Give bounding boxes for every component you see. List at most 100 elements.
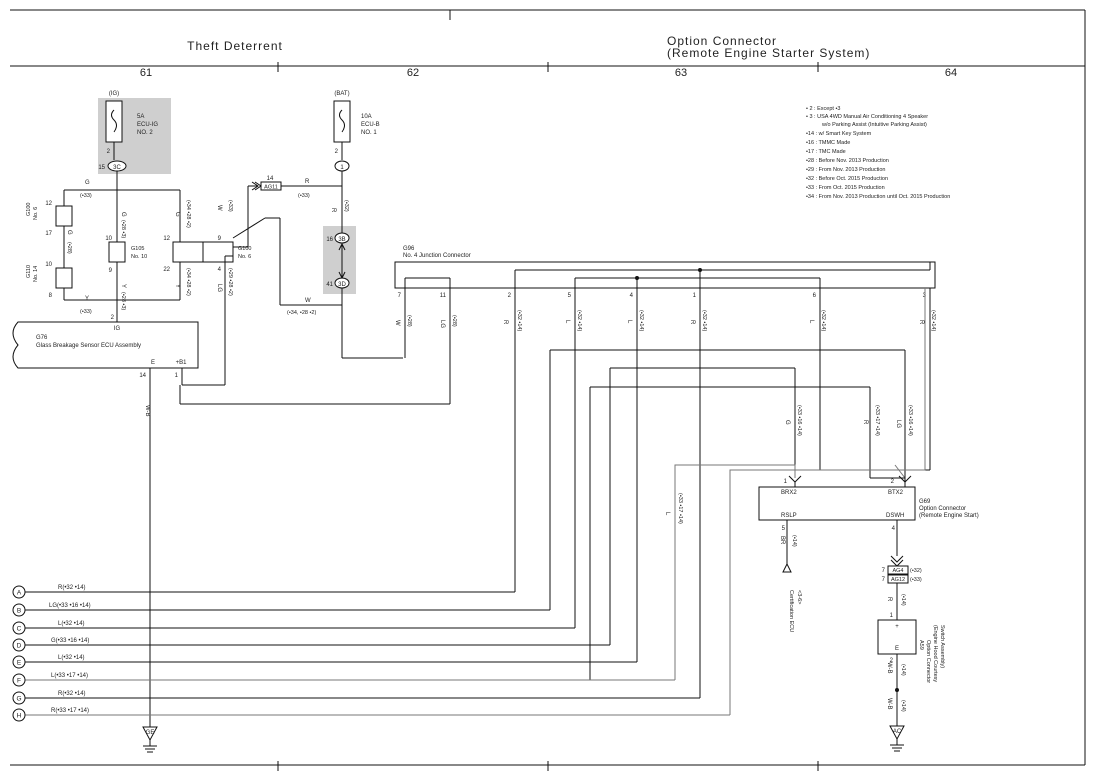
component-id: G69 [919, 499, 931, 505]
pin-label: 17 [45, 231, 52, 237]
wire-label: R [689, 320, 695, 325]
g76-glass-breakage-sensor [12, 321, 199, 727]
connector-id: G96 [403, 246, 415, 252]
connector-name: No. 14 [33, 266, 39, 282]
wire-label: Y [174, 284, 180, 288]
pin-label: 10 [105, 236, 112, 242]
row-wire-label: R(•32 •14) [58, 691, 86, 697]
pin-label: 6 [813, 293, 817, 299]
wire-label: LG [216, 284, 222, 292]
terminal-label: BRX2 [781, 490, 797, 496]
wire-label: (•14) [900, 594, 906, 606]
wire-label: (•28 •3) [120, 220, 126, 238]
legend-notes: • 2 : Except •3 • 3 : USA 4WD Manual Air… [806, 106, 950, 200]
wire-label: (•32 •14) [516, 310, 522, 331]
connector-name: No. 6 [33, 207, 39, 220]
fuse-name: ECU-IG [137, 122, 158, 128]
terminal-label: RSLP [781, 513, 797, 519]
g96-output-wiring [179, 288, 931, 698]
wire-label: L [564, 320, 570, 324]
wire-label: (•14) [900, 664, 906, 676]
wire-label: (•29 •28 •2) [227, 268, 233, 296]
wire-label: (•33) [80, 193, 92, 199]
fuse-rating: 10A [361, 114, 372, 120]
wire-label: L [808, 320, 814, 324]
connector-code: 3C [113, 165, 121, 171]
row-letter: F [17, 678, 21, 685]
component-id: A59 [918, 640, 924, 650]
pin-label: 41 [326, 282, 333, 288]
fuse-source-bat: (BAT) [334, 91, 349, 97]
row-letter: G [16, 696, 21, 703]
wire-label: (•33 •17 •14) [677, 493, 683, 524]
row-connector: E L(•32 •14) [12, 655, 85, 669]
connector-id: G105 [131, 246, 144, 252]
pin-label: 2 [107, 149, 111, 155]
note-line: •33 : From Oct. 2015 Production [806, 185, 885, 191]
connector-id: G100 [26, 203, 32, 216]
wire-label: Y [85, 296, 89, 302]
connector-name: No. 10 [131, 254, 147, 260]
pin-label: 12 [163, 236, 170, 242]
page-number-61: 61 [140, 67, 152, 79]
pin-label: 16 [326, 237, 333, 243]
g69-option-connector [549, 288, 926, 715]
fuse-rating: 5A [137, 114, 144, 120]
page-number-62: 62 [407, 67, 419, 79]
a59-option-connector [877, 619, 917, 726]
ground-label: GE [146, 730, 155, 736]
row-connector: A R(•32 •14) [12, 585, 86, 599]
row-wire-label: R(•32 •14) [58, 585, 86, 591]
pin-label: 2 [508, 293, 512, 299]
pin-label: 10 [45, 262, 52, 268]
connector-code: 3B [338, 237, 345, 243]
pin-label: 1 [693, 293, 697, 299]
row-letter: C [17, 626, 22, 633]
wire-label: L [664, 512, 670, 516]
pin-label: 15 [98, 165, 105, 171]
pin-label: 22 [163, 267, 170, 273]
wire-label: LG [439, 320, 445, 328]
fuse-name: ECU-B [361, 122, 380, 128]
wire-label: G [66, 230, 72, 235]
wire-label: (•33 •16 •14) [907, 405, 913, 436]
wire-label: LG [895, 420, 901, 428]
pin-label: 11 [440, 293, 447, 299]
terminal-label: + [895, 624, 899, 630]
row-wire-label: L(•33 •17 •14) [51, 673, 88, 679]
terminal-label: E [895, 646, 899, 652]
connector-code: AG11 [264, 185, 278, 191]
wire-label: (•33) [227, 200, 233, 212]
component-name: (Engine Hood Courtesy [932, 625, 938, 682]
row-connector: G R(•32 •14) [12, 691, 86, 705]
pin-label: 1 [784, 479, 788, 485]
pin-label: 1 [175, 373, 179, 379]
wire-label: G [784, 420, 790, 425]
wire-label: R [502, 320, 508, 325]
component-name: (Remote Engine Start) [919, 513, 979, 519]
connector-name: No. 6 [238, 254, 251, 260]
wire-label: BR [779, 536, 785, 545]
wire-label: W-B [886, 662, 892, 674]
pin-label: 2 [335, 149, 339, 155]
connector-note: (•33) [910, 577, 922, 583]
row-connector: D G(•33 •16 •14) [12, 638, 89, 652]
pin-label: 7 [398, 293, 402, 299]
wire-label: (•28) [406, 315, 412, 327]
pin-label: 9 [109, 268, 113, 274]
fuse-ecu-ig-no2 [98, 98, 171, 174]
row-letter: B [17, 608, 21, 615]
wire-label: (•28) [66, 242, 72, 254]
connector-note: (•32) [910, 568, 922, 574]
note-line: •14 : w/ Smart Key System [806, 131, 872, 137]
connector-code: AG12 [891, 577, 905, 583]
connector-code: 1 [340, 165, 344, 171]
note-line: •29 : From Nov. 2013 Production [806, 167, 885, 173]
wire-label: G [120, 212, 126, 217]
wire-label: (•32 •14) [638, 310, 644, 331]
wire-label: W-B [886, 698, 892, 710]
wire-label: L [626, 320, 632, 324]
row-connector: B LG(•33 •16 •14) [12, 603, 91, 617]
ground-ge-icon [142, 726, 158, 753]
